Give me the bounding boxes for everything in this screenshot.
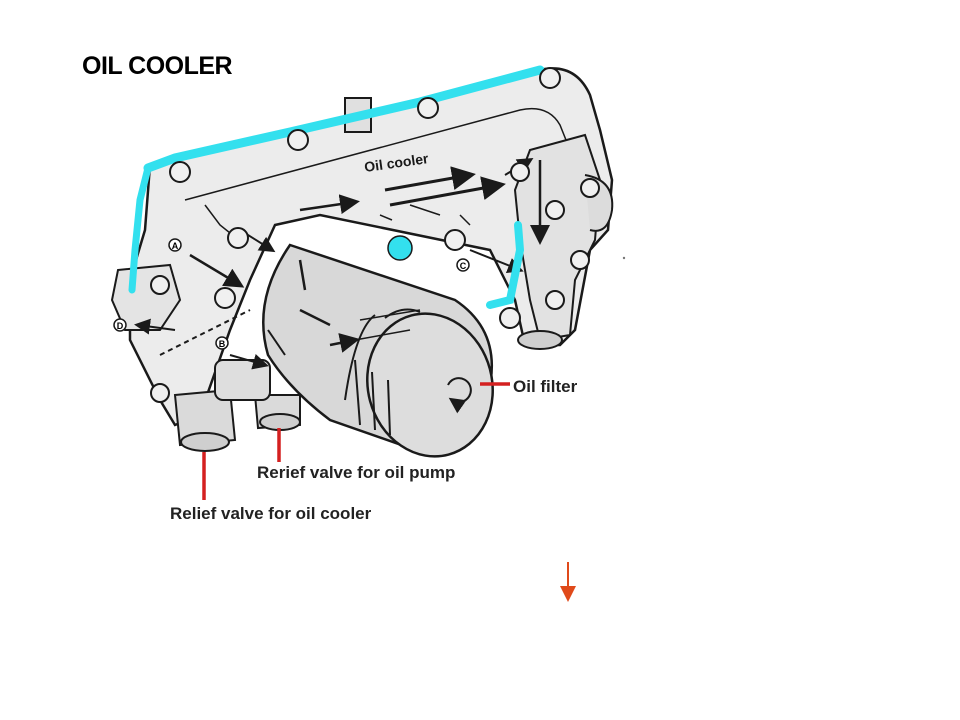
port-mark-a-text: A bbox=[172, 241, 179, 251]
port-mark-a bbox=[168, 238, 182, 252]
bolt-bosses bbox=[150, 67, 600, 403]
port-mark-d-text: D bbox=[117, 321, 124, 331]
port-mark-b-text: B bbox=[219, 339, 226, 349]
port-mark-b bbox=[215, 336, 229, 350]
page-title: OIL COOLER bbox=[82, 52, 233, 80]
oil-filter-label: Oil filter bbox=[513, 377, 578, 396]
cooler-housing bbox=[110, 67, 614, 452]
port-mark-c-text: C bbox=[460, 261, 467, 271]
port-mark-c bbox=[456, 258, 470, 272]
port-marks: A B C D bbox=[113, 238, 470, 350]
callout-lines bbox=[202, 382, 510, 500]
relief-valve-pump-label: Rerief valve for oil pump bbox=[257, 463, 456, 482]
gasket-highlight bbox=[128, 65, 545, 309]
stray-dot bbox=[622, 256, 626, 260]
port-mark-d bbox=[113, 318, 127, 332]
oil-filter bbox=[262, 243, 494, 458]
relief-valve-cooler-label: Relief valve for oil cooler bbox=[170, 504, 372, 523]
